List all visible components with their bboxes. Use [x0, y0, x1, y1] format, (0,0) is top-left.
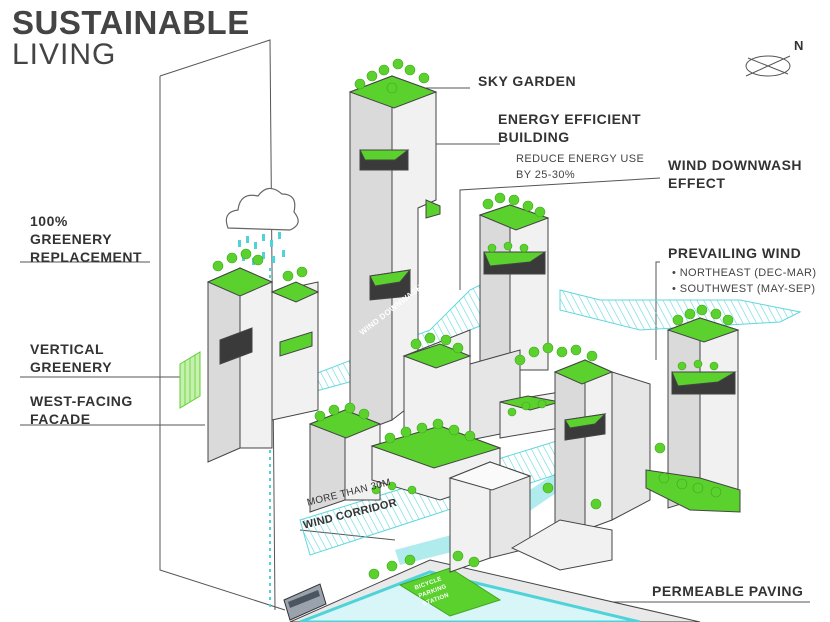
page-title: SUSTAINABLE — [12, 4, 250, 41]
building-sky-garden — [348, 75, 441, 437]
label-energy-sub-1: REDUCE ENERGY USE — [516, 153, 645, 165]
label-energy-sub-2: BY 25-30% — [516, 169, 576, 181]
label-sky-garden: SKY GARDEN — [478, 73, 577, 89]
label-vertical-2: GREENERY — [30, 359, 113, 375]
bus-icon — [283, 583, 327, 621]
trees — [212, 58, 734, 580]
label-greenery-3: REPLACEMENT — [30, 249, 143, 265]
label-downwash-2: EFFECT — [668, 175, 726, 191]
ground-platform — [289, 559, 701, 622]
label-vertical-1: VERTICAL — [30, 341, 104, 357]
label-prevailing-item-1: • NORTHEAST (DEC-MAR) — [672, 267, 817, 279]
label-energy-building-2: BUILDING — [498, 129, 570, 145]
label-west-facade-1: WEST-FACING — [30, 393, 133, 409]
bicycle-station-roof — [398, 567, 502, 617]
building-mid-north — [478, 204, 550, 381]
page-subtitle: LIVING — [12, 38, 117, 71]
label-greenery-2: GREENERY — [30, 231, 113, 247]
vertical-greenery-panel — [179, 351, 201, 409]
label-permeable-paving: PERMEABLE PAVING — [652, 583, 804, 599]
label-prevailing-wind: PREVAILING WIND — [668, 245, 802, 261]
label-energy-building-1: ENERGY EFFICIENT — [498, 111, 642, 127]
compass-north-label: N — [794, 38, 804, 53]
label-greenery-1: 100% — [30, 213, 68, 229]
building-foreground — [448, 461, 613, 573]
compass-icon — [745, 55, 791, 77]
label-prevailing-item-2: • SOUTHWEST (MAY-SEP) — [672, 283, 816, 295]
building-east-centre — [553, 359, 651, 541]
label-downwash-1: WIND DOWNWASH — [668, 157, 803, 173]
building-west — [206, 267, 320, 463]
building-east — [645, 317, 741, 513]
label-west-facade-2: FACADE — [30, 411, 91, 427]
